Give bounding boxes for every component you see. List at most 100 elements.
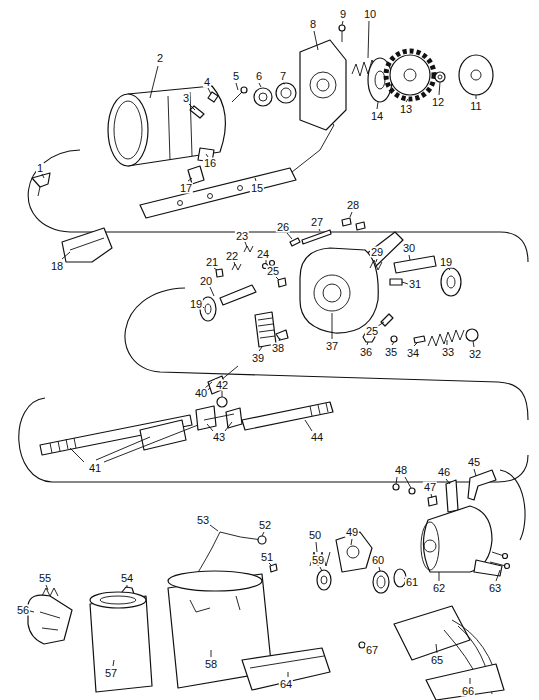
leader-line [210,469,476,566]
pin-part [342,218,351,226]
lock-housing-part [421,522,439,570]
lever-wire-part [258,536,266,544]
callout-number: 23 [235,231,249,242]
callout-number: 30 [402,243,416,254]
washer-part [435,72,445,82]
callout-number: 25 [365,326,379,337]
pin-part [278,278,286,287]
bearing-part [447,276,455,288]
plate-part [336,532,372,572]
gear-part [386,51,434,99]
callout-number: 50 [308,530,322,541]
screw-part [241,87,247,93]
callout-number: 41 [88,463,102,474]
callout-number: 32 [468,349,482,360]
callout-number: 22 [225,251,239,262]
lock-rack-part [140,168,296,218]
gear-part [386,51,434,99]
callout-number: 65 [430,655,444,666]
callout-number: 66 [461,686,475,697]
housing-part [114,101,142,159]
callout-number: 8 [309,19,317,30]
callout-number: 14 [370,111,384,122]
cap-part [466,329,478,341]
lock-rack-part [178,201,183,206]
pin-part [208,92,218,102]
housing-part [108,94,148,166]
ball-part [391,336,397,342]
housing-part [168,92,192,160]
cover-part [62,228,112,262]
lock-rack-part [238,186,243,191]
pin-part [290,238,300,246]
ball-part [391,336,397,342]
bowl-part [90,596,152,692]
pin-part [381,314,393,326]
cover-part [426,664,504,700]
callout-number: 19 [439,257,453,268]
callout-number: 61 [405,577,419,588]
disk-part [375,71,385,89]
callout-number: 39 [251,353,265,364]
shaft-part [40,415,192,455]
bowl-part [90,592,152,692]
gear-part [404,69,416,81]
shaft-part [40,415,192,455]
callout-number: 11 [469,101,482,112]
pin-part [414,336,425,343]
callout-number: 58 [204,659,218,670]
callout-number: 34 [406,348,420,359]
callout-number: 16 [203,158,217,169]
lock-rack-part [208,194,213,199]
spring-part [310,552,330,566]
cover-disk-part [459,55,493,95]
gear-part [390,55,430,95]
callout-number: 55 [38,573,52,584]
callout-number: 40 [194,388,208,399]
callout-number: 35 [384,347,398,358]
pin-part [390,279,402,285]
callout-number: 2 [156,53,164,64]
callout-number: 27 [310,217,324,228]
clip-part [28,595,72,644]
callout-number: 21 [205,257,219,268]
spring-part [428,330,464,346]
bowl-part [100,596,136,604]
washer-part [317,570,331,590]
callout-number: 62 [432,583,446,594]
callout-number: 45 [467,457,481,468]
washer-part [321,576,327,584]
callout-number: 31 [408,279,422,290]
callout-number: 1 [36,163,44,174]
callout-number: 19 [189,299,203,310]
clip-part [40,612,60,630]
clip-part [276,330,288,340]
switch-housing-part [300,248,378,333]
screw-part [490,552,510,569]
callout-number: 64 [279,679,293,690]
washer-part [254,88,272,106]
pin-part [356,222,365,230]
shaft-part [242,402,333,430]
pin-part [244,246,253,252]
callout-number: 17 [179,183,193,194]
callout-number: 53 [196,515,210,526]
bearing-part [205,304,211,314]
callout-number: 25 [266,266,280,277]
pin-part [190,92,218,118]
cover-part [70,238,104,250]
pin-part [381,314,393,326]
pin-part [216,218,365,287]
cover-part [242,648,330,690]
callout-number: 63 [488,583,502,594]
switch-housing-part [300,232,403,333]
plate-part [336,532,372,572]
callout-number: 37 [325,341,339,352]
callout-number: 36 [359,347,373,358]
plate-part [347,546,359,558]
callout-number: 48 [394,465,408,476]
callout-number: 6 [255,71,263,82]
clip-part [32,173,50,196]
plate-part [310,72,336,98]
